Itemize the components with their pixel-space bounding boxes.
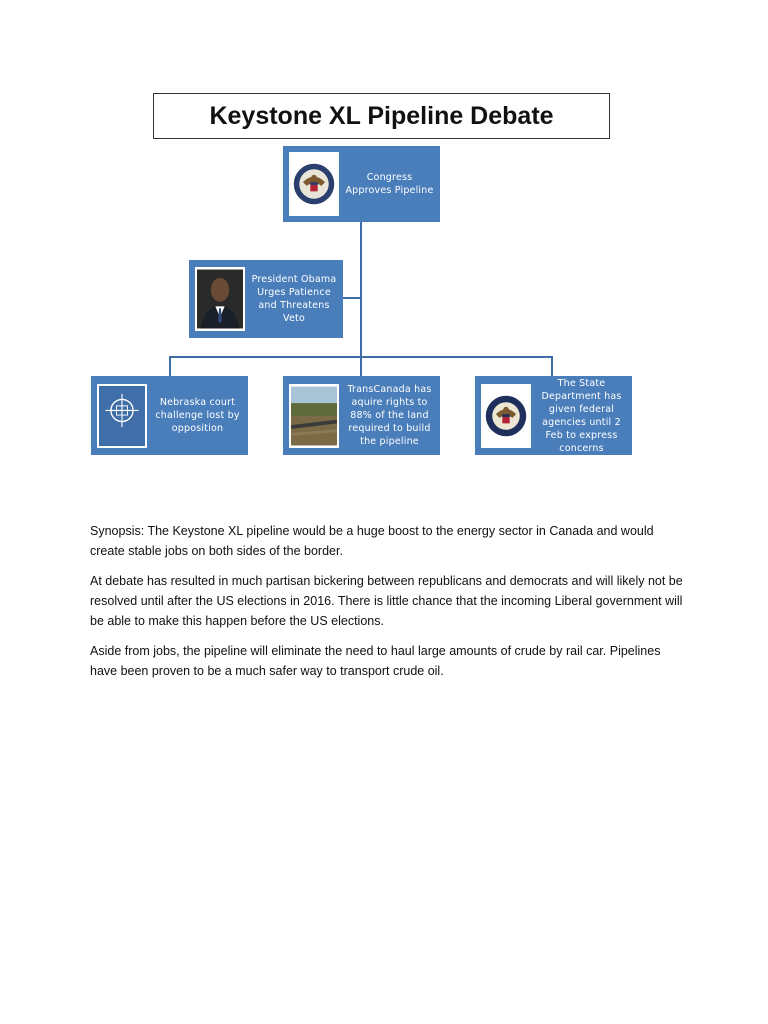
- paragraph-synopsis: Synopsis: The Keystone XL pipeline would…: [90, 524, 654, 558]
- node-nebraska: Nebraska court challenge lost by opposit…: [91, 376, 248, 455]
- paragraph-jobs: Aside from jobs, the pipeline will elimi…: [90, 644, 661, 678]
- connector-transcanada: [360, 356, 362, 376]
- page-title: Keystone XL Pipeline Debate: [153, 93, 610, 139]
- congress-seal-icon: [289, 152, 339, 216]
- node-transcanada: TransCanada has aquire rights to 88% of …: [283, 376, 440, 455]
- node-obama-label: President Obama Urges Patience and Threa…: [251, 274, 337, 324]
- connector-trunk: [360, 222, 362, 358]
- node-state-department: The State Department has given federal a…: [475, 376, 632, 455]
- node-congress-label: Congress Approves Pipeline: [345, 172, 434, 196]
- nebraska-logo: [97, 383, 147, 448]
- pipeline-photo: [289, 383, 339, 448]
- connector-state: [551, 356, 553, 376]
- node-obama: President Obama Urges Patience and Threa…: [189, 260, 343, 338]
- president-photo: [195, 267, 245, 331]
- node-transcanada-label: TransCanada has aquire rights to 88% of …: [347, 384, 432, 447]
- state-department-seal-icon: [481, 383, 531, 448]
- node-congress: Congress Approves Pipeline: [283, 146, 440, 222]
- node-nebraska-label: Nebraska court challenge lost by opposit…: [155, 397, 240, 434]
- node-state-department-label: The State Department has given federal a…: [541, 377, 622, 454]
- connector-obama: [342, 297, 361, 299]
- body-text: Synopsis: The Keystone XL pipeline would…: [90, 521, 690, 691]
- connector-nebraska: [169, 356, 171, 376]
- paragraph-debate: At debate has resulted in much partisan …: [90, 574, 683, 628]
